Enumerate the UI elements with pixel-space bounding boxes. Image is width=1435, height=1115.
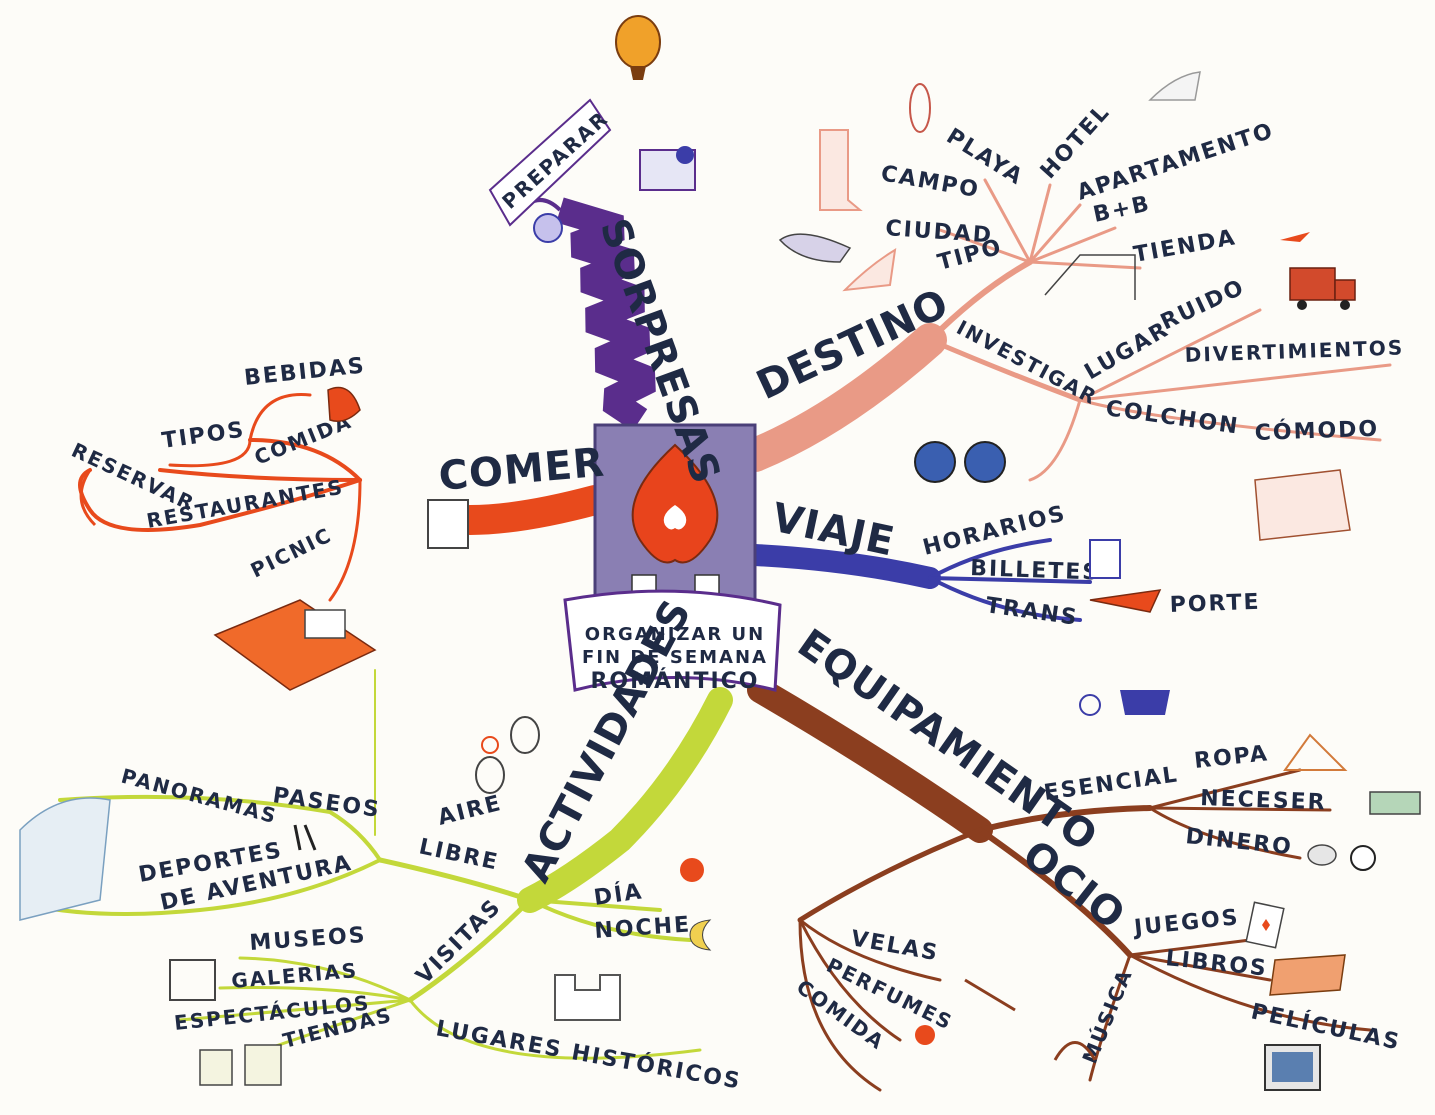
label-paseos: PASEOS [271, 783, 382, 823]
center-line-1: ORGANIZAR UN [585, 624, 765, 645]
label-porte: PORTE [1169, 590, 1261, 618]
label-picnic: PICNIC [247, 523, 336, 583]
destino-branch [738, 178, 1392, 482]
jack-in-the-box-icon [533, 213, 563, 243]
hiker-icon [293, 824, 317, 851]
label-neceser: NECESER [1200, 786, 1327, 815]
label-aire: AIRE [435, 791, 504, 831]
coins-icon [1307, 844, 1376, 871]
waterfall-icon [19, 797, 111, 921]
label-esencial: ESENCIAL [1042, 762, 1180, 806]
label-velas: VELAS [849, 926, 941, 966]
moon-icon [689, 919, 712, 951]
hand-cuff-icon [427, 499, 469, 549]
label-trans: TRANS [984, 593, 1080, 631]
comer-branch [78, 393, 610, 602]
label-comodo: CÓMODO [1254, 416, 1379, 446]
label-hotel: HOTEL [1036, 100, 1116, 184]
label-tienda: TIENDA [1132, 225, 1239, 268]
flip-flop-icon [909, 83, 931, 133]
label-libros: LIBROS [1164, 946, 1269, 982]
boot-icon [819, 129, 863, 211]
tennis-racket-icon [475, 716, 540, 794]
label-lugares-historicos: LUGARES HISTÓRICOS [434, 1015, 743, 1094]
label-bebidas: BEBIDAS [243, 353, 367, 391]
book-icon [1269, 954, 1346, 996]
picture-frame-icon [169, 959, 216, 1001]
central-topic: ORGANIZAR UN FIN DE SEMANA ROMÁNTICO [563, 423, 782, 694]
label-dia: DÍA [592, 878, 645, 911]
bed-icon [1254, 469, 1351, 541]
center-line-2: FIN DE SEMANA [582, 647, 768, 668]
playing-cards-icon [1245, 901, 1285, 949]
horse-carriage-icon [1079, 690, 1170, 716]
label-ruido: RUIDO [1157, 275, 1249, 336]
shopping-bag-icon [199, 1044, 282, 1086]
high-heel-icon [842, 248, 897, 292]
label-investigar: INVESTIGAR [953, 315, 1102, 409]
center-line-3: ROMÁNTICO [590, 668, 759, 694]
gift-ring-icon [639, 146, 696, 191]
label-juegos: JUEGOS [1131, 905, 1241, 941]
headphones-icon [1053, 1041, 1097, 1061]
equipamiento-branch [747, 677, 1372, 1092]
perfume-icon [964, 978, 1016, 1012]
shoe-icon [1148, 71, 1201, 101]
label-visitas: VISITAS [412, 894, 507, 989]
label-billetes: BILLETES [970, 556, 1101, 586]
label-museos: MUSEOS [249, 923, 368, 956]
label-musica: MÚSICA [1077, 965, 1137, 1067]
picnic-blanket-icon [213, 599, 377, 691]
heart-icon [631, 443, 719, 564]
castle-icon [554, 974, 621, 1021]
label-colchon: COLCHON [1104, 396, 1241, 439]
ticket-icon [1089, 539, 1121, 579]
toothbrush-icon [1369, 791, 1421, 815]
wine-glass-icon [327, 386, 361, 422]
telephone-icon [79, 469, 97, 527]
sun-icon [680, 858, 704, 882]
airplane-icon [1280, 232, 1310, 242]
preparar-banner [488, 98, 612, 227]
viaje-branch [744, 538, 1092, 622]
label-ropa: ROPA [1193, 741, 1270, 774]
television-icon [1264, 1044, 1321, 1091]
flower-icon [915, 1025, 935, 1045]
label-dinero: DINERO [1184, 824, 1294, 860]
hanger-icon [1283, 733, 1348, 771]
center-banner [563, 589, 782, 692]
slipper-icon [778, 233, 852, 263]
tent-icon [1044, 254, 1136, 300]
actividades-branch [28, 669, 733, 1060]
label-ciudad: CIUDAD [885, 216, 994, 248]
label-tipos: TIPOS [160, 418, 247, 454]
label-divertimientos: DIVERTIMIENTOS [1184, 335, 1404, 367]
binoculars-icon [914, 441, 1006, 483]
label-campo: CAMPO [879, 161, 982, 203]
label-preparar: PREPARAR [497, 106, 613, 214]
truck-icon [1289, 267, 1356, 310]
hot-air-balloon-icon [615, 15, 661, 80]
plane-icon [1089, 589, 1162, 613]
label-apartamento: APARTAMENTO [1074, 118, 1277, 205]
